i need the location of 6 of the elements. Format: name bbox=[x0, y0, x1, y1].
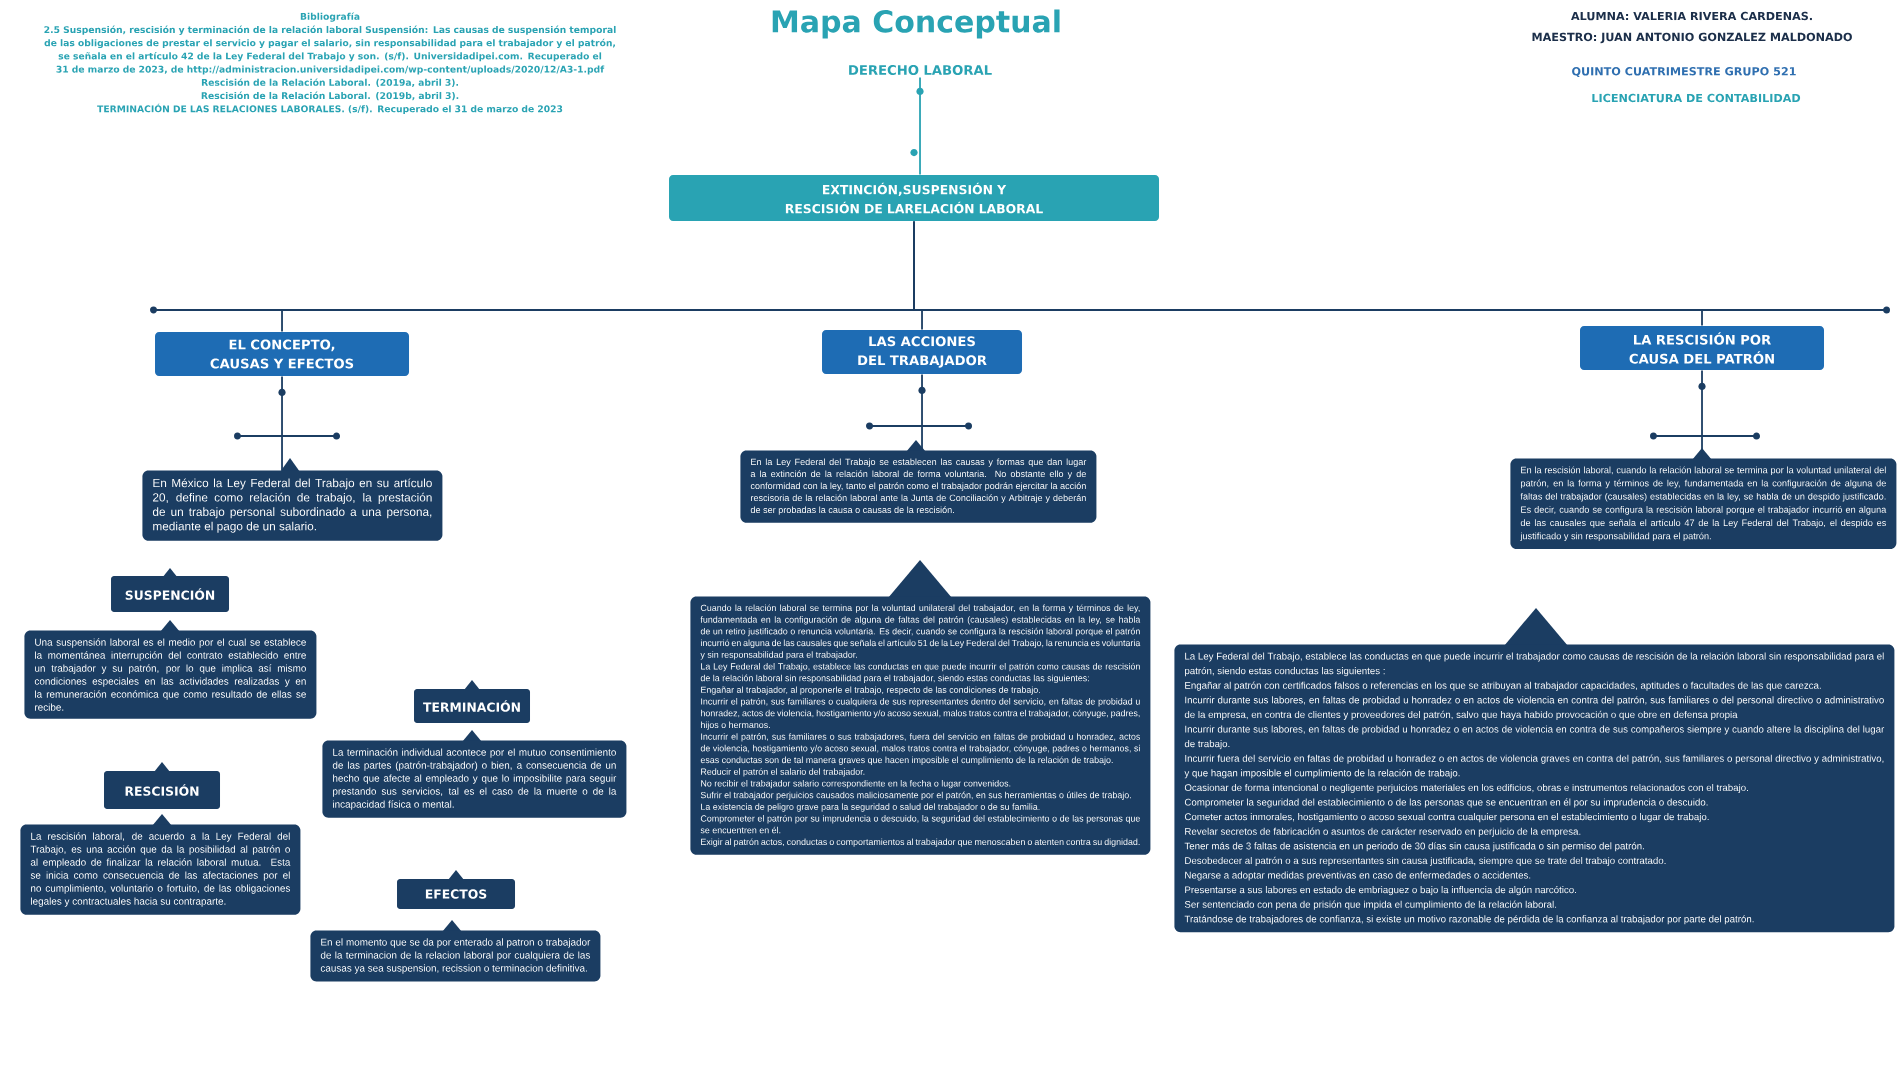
connector bbox=[921, 373, 923, 451]
connector bbox=[913, 220, 1703, 327]
connector bbox=[1701, 369, 1703, 459]
connector bbox=[281, 375, 283, 471]
connector bbox=[919, 76, 921, 176]
title: Mapa Conceptual bbox=[772, 9, 1060, 39]
